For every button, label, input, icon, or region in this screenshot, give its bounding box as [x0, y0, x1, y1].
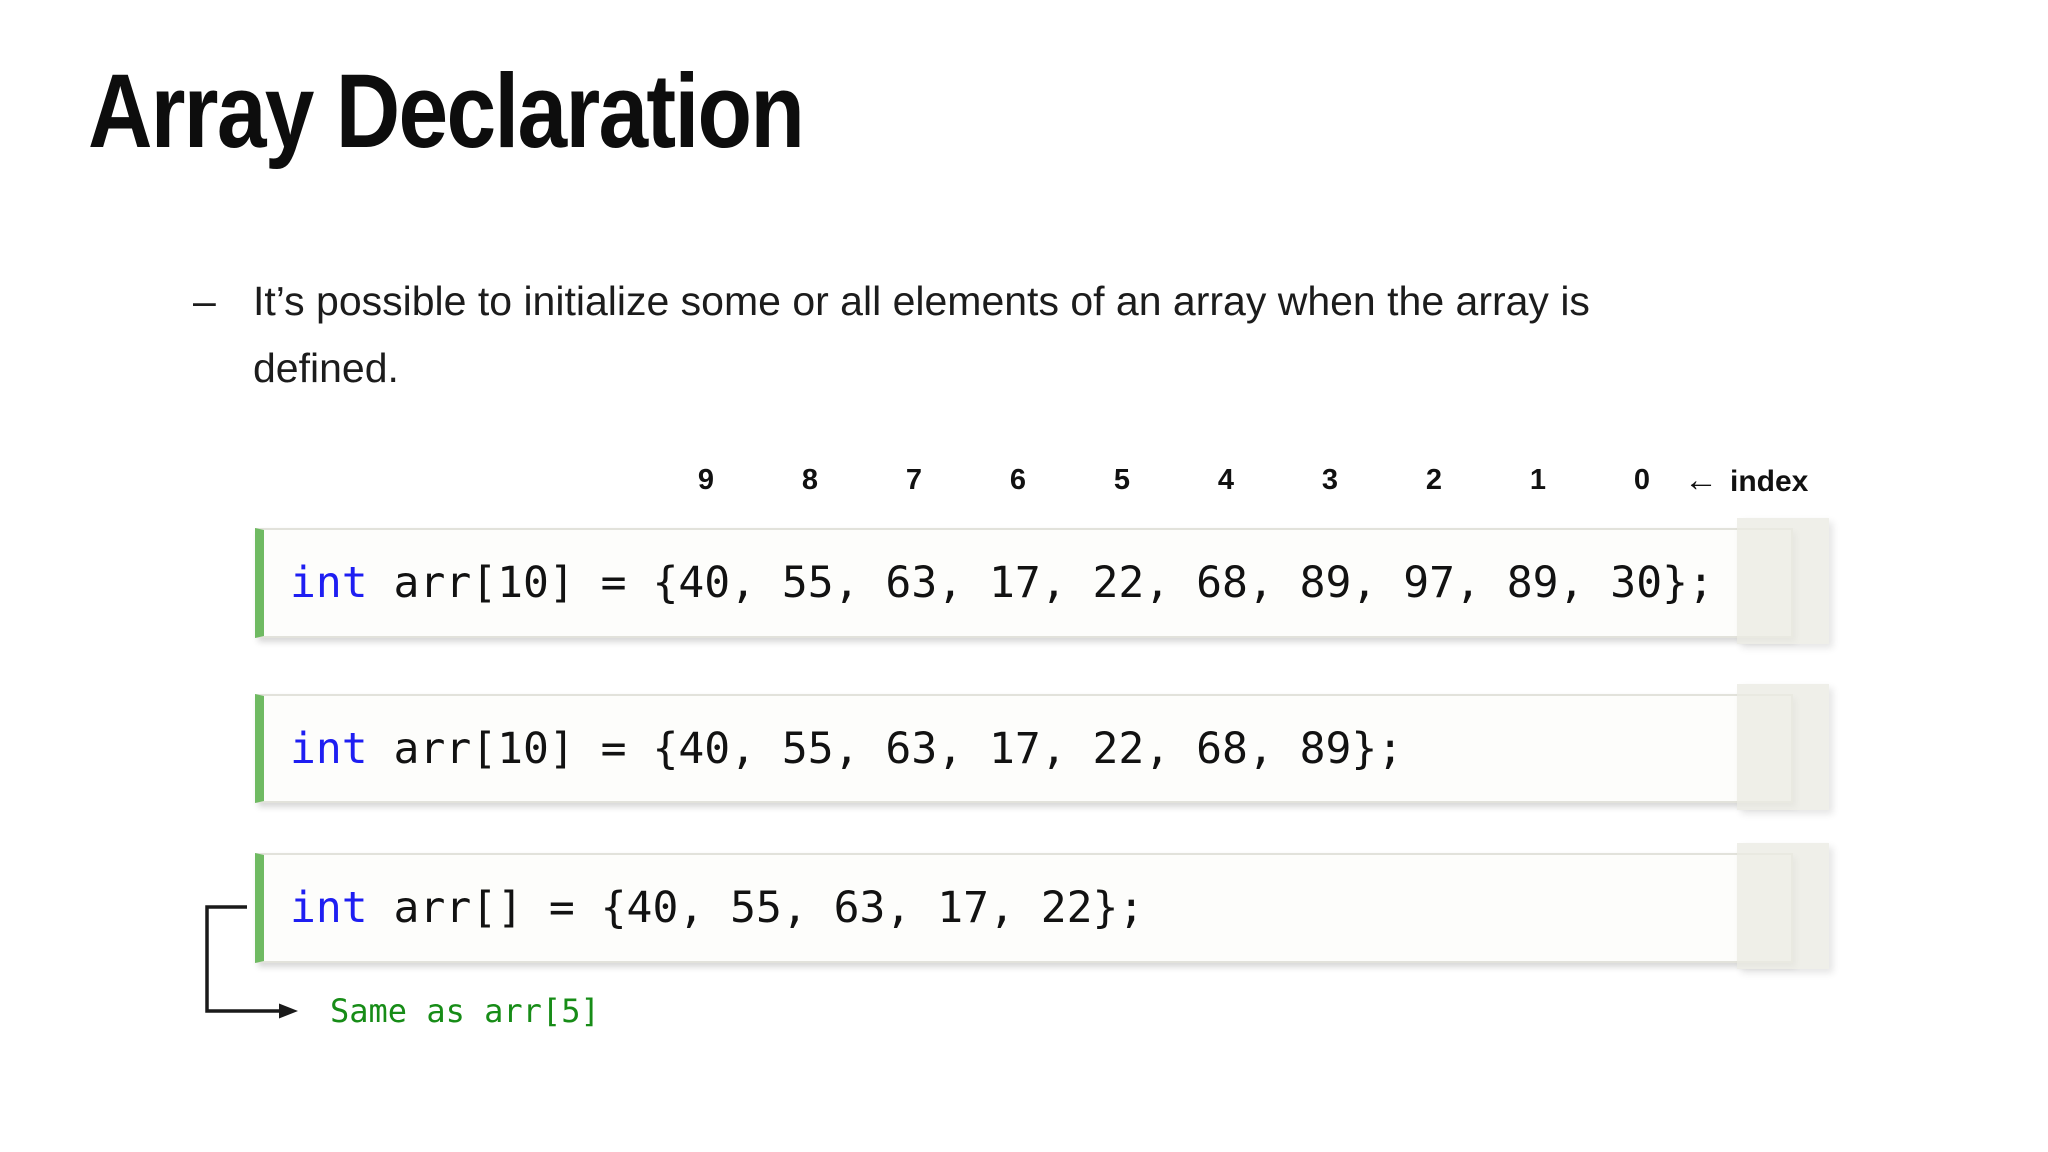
code-box-implicit-size: int arr[] = {40, 55, 63, 17, 22};: [255, 853, 1793, 963]
code-line: int arr[10] = {40, 55, 63, 17, 22, 68, 8…: [264, 558, 1714, 608]
index-label-9: 9: [697, 464, 715, 496]
index-label-4: 4: [1217, 464, 1235, 496]
index-caption: ← index: [1684, 458, 1808, 502]
bullet-line-1: It’s possible to initialize some or all …: [253, 278, 1590, 324]
paper-tab-decoration: [1737, 843, 1829, 969]
code-line: int arr[] = {40, 55, 63, 17, 22};: [264, 883, 1144, 933]
bullet-line-2: defined.: [253, 345, 399, 391]
code-box-full-init: int arr[10] = {40, 55, 63, 17, 22, 68, 8…: [255, 528, 1793, 638]
code-box-partial-init: int arr[10] = {40, 55, 63, 17, 22, 68, 8…: [255, 694, 1793, 803]
bullet-dash: –: [193, 278, 216, 324]
bullet-text: It’s possible to initialize some or all …: [253, 268, 1853, 402]
index-label-1: 1: [1529, 464, 1547, 496]
keyword-int: int: [290, 558, 368, 608]
index-label-6: 6: [1009, 464, 1027, 496]
elbow-arrow-connector: [205, 905, 298, 1019]
left-arrow-icon: ←: [1684, 461, 1718, 499]
index-row: 9 8 7 6 5 4 3 2 1 0: [654, 458, 1694, 502]
index-caption-label: index: [1730, 465, 1809, 498]
code-rest: arr[] = {40, 55, 63, 17, 22};: [367, 883, 1145, 933]
keyword-int: int: [290, 883, 368, 933]
index-label-0: 0: [1633, 464, 1651, 496]
annotation-same-as: Same as arr[5]: [330, 992, 600, 1030]
page-title: Array Declaration: [88, 53, 805, 170]
index-label-7: 7: [905, 464, 923, 496]
code-rest: arr[10] = {40, 55, 63, 17, 22, 68, 89, 9…: [367, 558, 1714, 608]
code-rest: arr[10] = {40, 55, 63, 17, 22, 68, 89};: [367, 723, 1404, 774]
code-line: int arr[10] = {40, 55, 63, 17, 22, 68, 8…: [264, 724, 1403, 774]
keyword-int: int: [290, 723, 368, 774]
index-label-5: 5: [1113, 464, 1131, 496]
index-label-3: 3: [1321, 464, 1339, 496]
index-label-8: 8: [801, 464, 819, 496]
paper-tab-decoration: [1737, 684, 1829, 810]
paper-tab-decoration: [1737, 518, 1829, 644]
index-label-2: 2: [1425, 464, 1443, 496]
